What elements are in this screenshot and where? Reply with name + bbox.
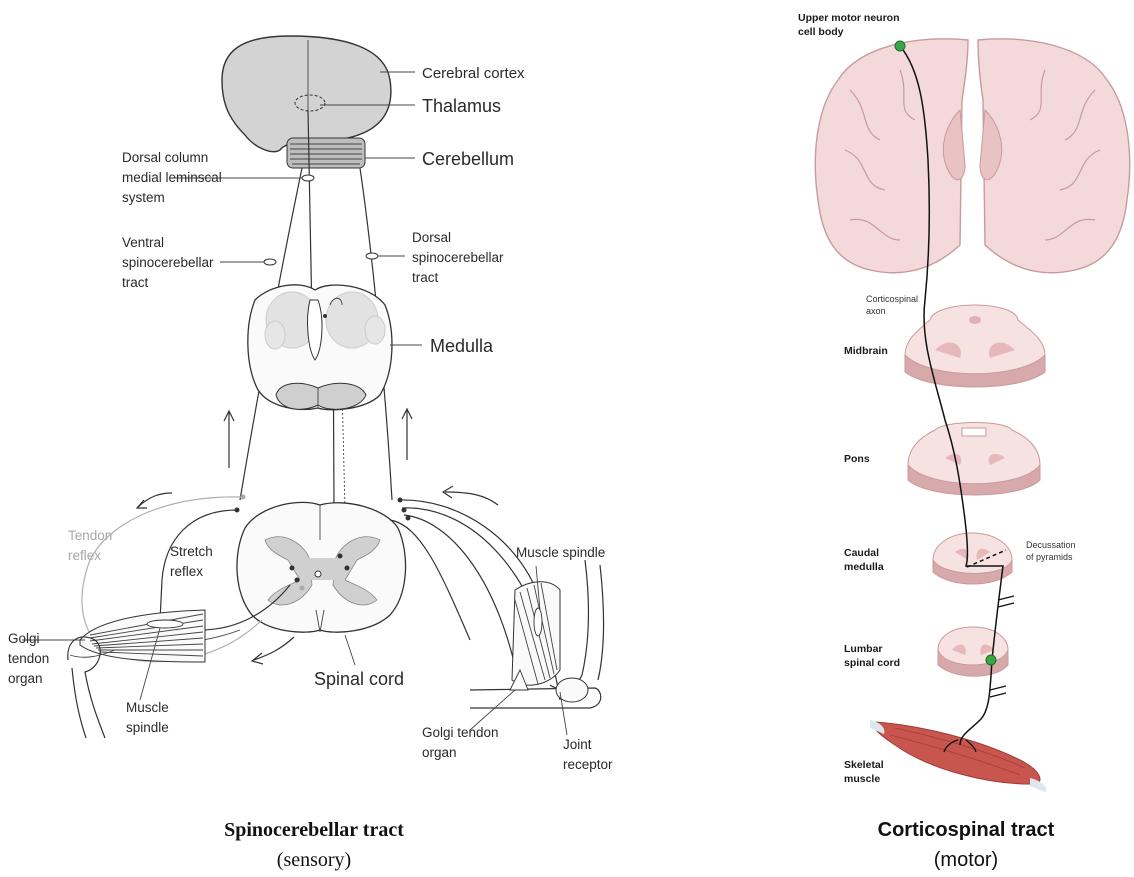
curved-arrow-bottom-icon xyxy=(252,637,294,664)
coronal-brain-shape xyxy=(815,39,1129,273)
label-dorsal-tract-1: Dorsal xyxy=(412,230,451,245)
label-ventral-tract-1: Ventral xyxy=(122,235,164,250)
lower-motor-neuron-body xyxy=(986,655,996,665)
caption-corticospinal-title: Corticospinal tract xyxy=(878,819,1055,841)
label-decussation-1: Decussation xyxy=(1026,540,1076,550)
label-caudal-medulla-1: Caudal xyxy=(844,547,879,559)
caption-corticospinal-subtitle: (motor) xyxy=(934,849,998,871)
up-arrow-left-icon xyxy=(224,411,234,468)
label-golgi-left-1: Golgi xyxy=(8,631,40,646)
medulla-shape xyxy=(248,285,392,410)
label-upper-motor-2: cell body xyxy=(798,26,844,38)
corticospinal-diagram: Upper motor neuron cell body Corticospin… xyxy=(798,12,1130,871)
label-dorsal-column-3: system xyxy=(122,190,165,205)
label-cerebellum: Cerebellum xyxy=(422,149,514,169)
cerebellum-shape xyxy=(287,138,365,168)
label-dorsal-column-1: Dorsal column xyxy=(122,150,208,165)
curved-arrow-right-icon xyxy=(443,486,498,505)
label-muscle-spindle-right: Muscle spindle xyxy=(516,545,605,560)
skeletal-muscle-shape xyxy=(870,720,1046,792)
label-caudal-medulla-2: medulla xyxy=(844,561,884,573)
label-stretch-reflex-1: Stretch xyxy=(170,544,213,559)
label-muscle-spindle-left-2: spindle xyxy=(126,720,169,735)
lumbar-spinal-cord-slice xyxy=(938,627,1008,676)
label-corticospinal-axon-2: axon xyxy=(866,306,886,316)
upper-motor-neuron-body xyxy=(895,41,905,51)
up-arrow-right-icon xyxy=(402,409,412,460)
label-golgi-right-2: organ xyxy=(422,745,457,760)
label-skeletal-muscle-2: muscle xyxy=(844,773,880,785)
label-golgi-left-2: tendon xyxy=(8,651,49,666)
label-lumbar-1: Lumbar xyxy=(844,643,883,655)
caudal-medulla-slice xyxy=(933,533,1012,584)
spinal-cord-shape xyxy=(237,502,406,632)
caption-spinocerebellar-title: Spinocerebellar tract xyxy=(224,819,404,841)
right-muscle-drawing xyxy=(470,560,604,708)
label-dorsal-column-2: medial leminscal xyxy=(122,170,222,185)
label-stretch-reflex-2: reflex xyxy=(170,564,203,579)
cerebral-cortex-shape xyxy=(222,36,391,152)
label-golgi-left-3: organ xyxy=(8,671,43,686)
break-mark-icon xyxy=(990,686,1006,697)
label-tendon-reflex-1: Tendon xyxy=(68,528,112,543)
label-cerebral-cortex: Cerebral cortex xyxy=(422,65,525,82)
label-corticospinal-axon-1: Corticospinal xyxy=(866,294,918,304)
caption-spinocerebellar-subtitle: (sensory) xyxy=(277,849,351,871)
label-decussation-2: of pyramids xyxy=(1026,552,1073,562)
label-tendon-reflex-2: reflex xyxy=(68,548,101,563)
label-thalamus: Thalamus xyxy=(422,96,501,116)
label-spinal-cord: Spinal cord xyxy=(314,669,404,689)
spinocerebellar-diagram: Cerebral cortex Thalamus Cerebellum Dors… xyxy=(8,36,613,871)
label-skeletal-muscle-1: Skeletal xyxy=(844,759,884,771)
break-mark-icon xyxy=(998,596,1014,607)
label-joint-receptor-2: receptor xyxy=(563,757,613,772)
label-pons: Pons xyxy=(844,453,870,465)
label-ventral-tract-3: tract xyxy=(122,275,149,290)
label-dorsal-tract-2: spinocerebellar xyxy=(412,250,504,265)
label-dorsal-tract-3: tract xyxy=(412,270,439,285)
label-ventral-tract-2: spinocerebellar xyxy=(122,255,214,270)
label-golgi-right-1: Golgi tendon xyxy=(422,725,499,740)
label-lumbar-2: spinal cord xyxy=(844,657,900,669)
label-joint-receptor-1: Joint xyxy=(563,737,592,752)
label-medulla: Medulla xyxy=(430,336,494,356)
label-muscle-spindle-left-1: Muscle xyxy=(126,700,169,715)
label-midbrain: Midbrain xyxy=(844,345,888,357)
pons-slice xyxy=(908,423,1040,496)
label-upper-motor-1: Upper motor neuron xyxy=(798,12,900,24)
